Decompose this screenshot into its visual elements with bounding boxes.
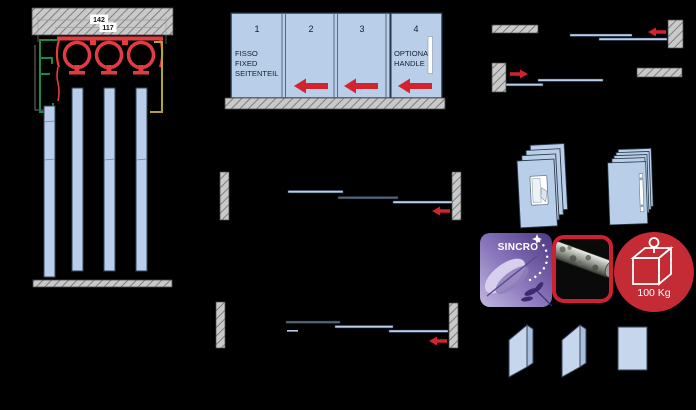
svg-text:FIXED: FIXED xyxy=(235,59,258,68)
wall-hatch xyxy=(215,301,226,349)
arrow-left-icon xyxy=(344,78,378,94)
panel-dividers xyxy=(281,13,387,98)
sliding-panel xyxy=(71,87,84,272)
arrow-left-icon xyxy=(648,27,666,37)
weight-capacity-badge: 100 Kg xyxy=(614,232,694,312)
dimension-inner: 117 xyxy=(55,22,160,32)
panel-line xyxy=(392,200,453,204)
weight-badge-background xyxy=(614,232,694,312)
arrow-right-icon xyxy=(510,69,528,79)
sincro-badge: SINCRO xyxy=(480,233,553,307)
flush-handle-icon xyxy=(516,143,569,229)
panel-line xyxy=(569,33,633,37)
panel-2-number: 2 xyxy=(308,24,313,34)
track-cross-section: 142 117 xyxy=(31,7,174,288)
plan-view-open-left xyxy=(491,19,684,49)
panel-line xyxy=(337,196,399,200)
rod-badge xyxy=(552,235,613,303)
arrow-left-icon xyxy=(294,78,328,94)
optional-handle-label: OPTIONAL HANDLE xyxy=(394,49,432,68)
svg-text:SEITENTEIL: SEITENTEIL xyxy=(235,69,278,78)
telescopic-plan-2 xyxy=(215,301,459,349)
dimension-outer-value: 142 xyxy=(93,17,105,24)
panel-line xyxy=(287,190,344,194)
arrow-left-icon xyxy=(398,78,432,94)
fixed-panel xyxy=(43,105,56,278)
wall-hatch xyxy=(491,62,507,93)
panel-line xyxy=(505,83,544,87)
end-profile-yellow xyxy=(150,41,163,113)
panel-3-number: 3 xyxy=(359,24,364,34)
panel-line xyxy=(537,78,604,82)
arrow-left-icon xyxy=(429,336,447,346)
wall-profile-green xyxy=(39,39,57,113)
fixed-panel-label: FISSO FIXED SEITENTEIL xyxy=(235,49,278,78)
sparkle-trail-icon xyxy=(528,234,549,282)
slide-direction-arrows xyxy=(294,78,432,94)
rod-badge-border xyxy=(552,235,613,303)
four-panel-diagram: 1 2 3 4 FISSO FIXED SEITENTEIL OPTIONAL … xyxy=(224,12,446,110)
glass-type-icons xyxy=(508,323,648,378)
wall-hatch xyxy=(491,24,539,34)
glass-panels-elevation xyxy=(43,87,148,278)
panel-line xyxy=(598,37,668,41)
glass-slab-icon xyxy=(508,323,534,378)
wall-hatch xyxy=(448,302,459,349)
glass-flat-icon xyxy=(617,326,648,371)
weight-cube-icon xyxy=(630,237,674,286)
wall-hatch xyxy=(451,171,462,221)
arrow-left-icon xyxy=(432,206,450,216)
feather-icon xyxy=(484,255,553,307)
sincro-label: SINCRO xyxy=(498,242,539,253)
track-profile-red xyxy=(55,36,164,102)
wall-hatch xyxy=(636,67,683,78)
wall-hatch xyxy=(219,171,230,221)
bar-handle-icon xyxy=(607,147,654,226)
svg-text:FISSO: FISSO xyxy=(235,49,258,58)
telescopic-plan-1 xyxy=(219,171,462,221)
weight-label: 100 Kg xyxy=(637,287,670,299)
panel-line xyxy=(285,320,341,324)
panel-4-number: 4 xyxy=(413,24,418,34)
svg-text:HANDLE: HANDLE xyxy=(394,59,425,68)
svg-text:OPTIONAL: OPTIONAL xyxy=(394,49,432,58)
sliding-panel xyxy=(103,87,116,272)
handle-bar xyxy=(427,36,433,74)
dimension-inner-value: 117 xyxy=(102,25,113,32)
floor-hatch xyxy=(32,279,173,288)
dimension-outer: 142 xyxy=(37,14,167,44)
panel-line-stub xyxy=(287,330,298,332)
floor-hatch xyxy=(224,97,446,110)
panel-line xyxy=(334,325,394,329)
plan-view-open-right xyxy=(491,62,683,93)
glass-slab-icon xyxy=(561,323,587,378)
wall-hatch xyxy=(667,19,684,49)
sliding-panel xyxy=(135,87,148,272)
panel-line xyxy=(388,329,449,333)
wall-angle-gray xyxy=(34,45,47,111)
panel-1-number: 1 xyxy=(254,24,259,34)
